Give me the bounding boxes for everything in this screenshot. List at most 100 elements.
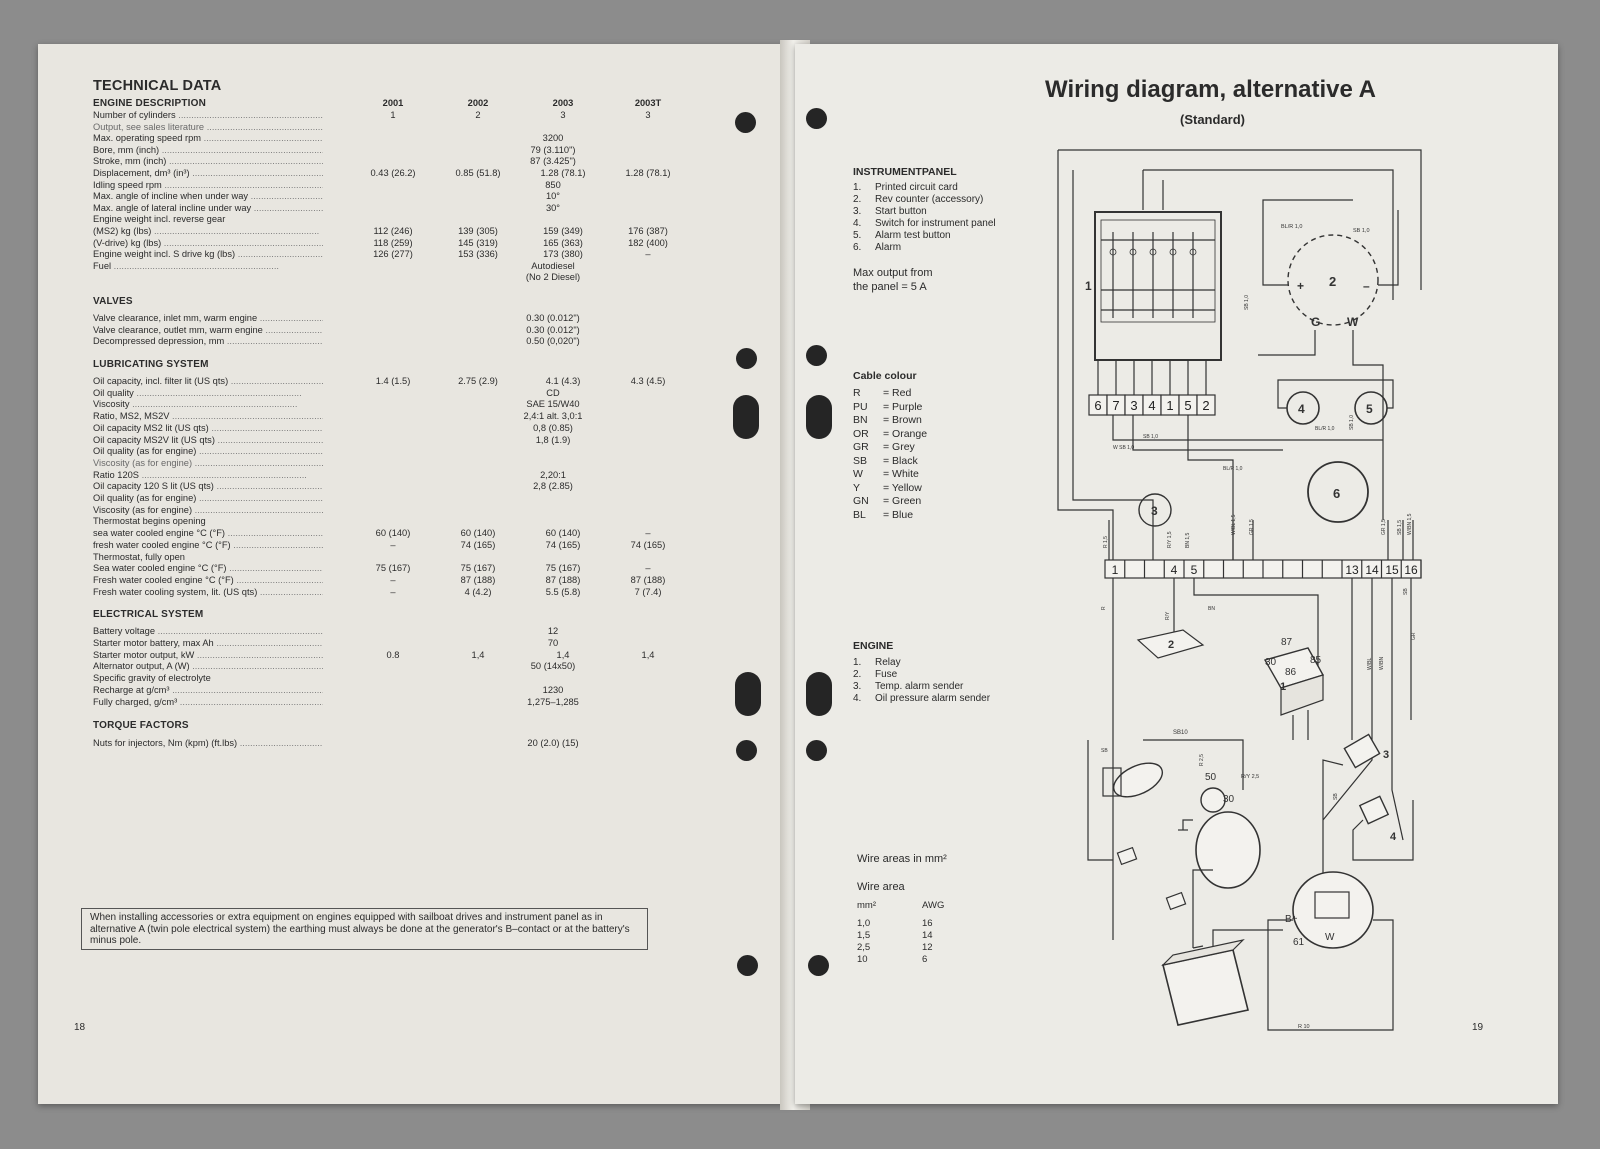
- wire-label: R 2,5: [1199, 754, 1205, 766]
- spec-value-2002: 2.75 (2.9): [458, 376, 498, 386]
- terminal-number: 15: [1385, 563, 1399, 577]
- spec-value-2002: 74 (165): [460, 539, 496, 550]
- spec-value-2003: 5.5 (5.8): [545, 586, 581, 597]
- spec-label: Viscosity (as for engine): [93, 505, 323, 516]
- spec-value-all: 79 (3.110"): [530, 144, 576, 155]
- colour-name: = White: [883, 468, 919, 480]
- spec-value-2002: 1,4: [471, 649, 485, 660]
- spec-value-2003: 74 (165): [545, 539, 581, 550]
- item-text: Alarm: [875, 242, 902, 253]
- spec-row: Viscosity (as for engine): [93, 458, 743, 469]
- spec-value-2003: 173 (380): [543, 249, 583, 260]
- spec-row: sea water cooled engine °C (°F)60 (140)6…: [93, 528, 743, 539]
- wire-mm: 1,0: [857, 918, 871, 929]
- spec-label: Oil quality (as for engine): [93, 446, 323, 457]
- engine-item: 2.Fuse: [853, 669, 990, 681]
- colour-name: = Blue: [883, 508, 914, 521]
- wire-label: 86: [1285, 667, 1297, 678]
- colour-name: = Grey: [883, 441, 915, 453]
- spec-value-all: 1230: [542, 685, 564, 695]
- spec-row: Max. angle of incline when under way10°: [93, 191, 743, 202]
- spec-row: Fresh water cooled engine °C (°F)–87 (18…: [93, 575, 743, 586]
- spec-label: Thermostat begins opening: [93, 516, 206, 527]
- wire-mm: 2,5: [857, 942, 871, 953]
- spec-label: Output, see sales literature: [93, 122, 323, 133]
- spec-value-2003T: –: [645, 528, 651, 539]
- binder-hole: [733, 395, 759, 439]
- model-column-2003T: 2003T: [634, 98, 662, 108]
- start-button: [1138, 493, 1172, 527]
- wire: [1072, 170, 1154, 560]
- starter-motor: [1195, 811, 1261, 889]
- binder-hole: [736, 740, 757, 761]
- wire: [1322, 578, 1373, 821]
- cable-colour-item: BL= Blue: [853, 509, 927, 523]
- spec-value-2003: 75 (167): [545, 563, 581, 574]
- spec-row: Valve clearance, outlet mm, warm engine0…: [93, 325, 743, 336]
- spec-label: Ratio, MS2, MS2V: [93, 411, 323, 422]
- spec-row: Bore, mm (inch)79 (3.110"): [93, 145, 743, 156]
- section-heading-engine: ENGINE DESCRIPTION: [93, 98, 207, 109]
- wire-label: SB 1,0: [1349, 415, 1355, 430]
- spec-value-2001: 0.8: [386, 649, 400, 660]
- terminal-number: 4: [1171, 563, 1178, 577]
- item-number: 3.: [853, 206, 862, 217]
- cable-colour-item: BN= Brown: [853, 414, 927, 428]
- diagram-subtitle: (Standard): [1180, 112, 1245, 127]
- item-number: 2.: [853, 194, 862, 205]
- spec-value-all: CD: [546, 387, 560, 398]
- starter-terminal: [1200, 787, 1226, 813]
- spec-row: Recharge at g/cm³1230: [93, 685, 743, 696]
- wire: [1057, 150, 1114, 560]
- spec-value-2002: 153 (336): [458, 249, 498, 260]
- spec-row: fresh water cooled engine °C (°F)–74 (16…: [93, 540, 743, 551]
- wire: [1192, 945, 1204, 949]
- spec-label: Stroke, mm (inch): [93, 156, 323, 167]
- wire-label: GR 1,5: [1249, 519, 1255, 535]
- label-minus: –: [1363, 279, 1370, 293]
- wire-label: SB 1,0: [1353, 228, 1370, 234]
- spec-value-2001: 118 (259): [373, 237, 413, 248]
- spec-label: Oil quality (as for engine): [93, 493, 323, 504]
- binder-hole: [806, 108, 827, 129]
- binder-hole: [806, 740, 827, 761]
- wire: [1378, 210, 1399, 286]
- spec-value-2003: 1,4: [556, 649, 570, 660]
- terminal-number: 1: [1166, 398, 1173, 413]
- spec-row: Thermostat, fully open: [93, 552, 743, 563]
- wire-awg: 12: [922, 942, 933, 953]
- spec-value-all: 0.30 (0.012"): [526, 313, 580, 323]
- wire-label: BN: [1208, 606, 1215, 612]
- max-output-line1: Max output from: [853, 267, 933, 279]
- wire-label: SB 1,0: [1143, 434, 1158, 440]
- spec-label: Decompressed depression, mm: [93, 336, 323, 347]
- wire-label: BL/R 1,0: [1315, 426, 1335, 432]
- spec-value-2001: 60 (140): [375, 528, 411, 539]
- wire-area-row: 10 6: [857, 954, 987, 966]
- spec-label: Sea water cooled engine °C (°F): [93, 563, 323, 574]
- label-plus: +: [1297, 279, 1304, 293]
- colour-code: GR: [853, 441, 869, 453]
- spec-row: Engine weight incl. S drive kg (lbs)126 …: [93, 249, 743, 260]
- spec-value-all: 10°: [545, 191, 561, 202]
- page-number-left: 18: [74, 1022, 86, 1033]
- wire-mm: 10: [857, 954, 868, 965]
- binder-hole: [808, 955, 829, 976]
- spec-row: (MS2) kg (lbs)112 (246)139 (305)159 (349…: [93, 226, 743, 237]
- wire-area-row: 2,5 12: [857, 942, 987, 954]
- wire: [1143, 739, 1244, 790]
- spec-row: Number of cylinders1233: [93, 110, 743, 121]
- spec-value-2003: 4.1 (4.3): [545, 376, 581, 386]
- item-text: Relay: [875, 657, 901, 668]
- model-column-2003: 2003: [552, 98, 574, 108]
- page-number-right: 19: [1472, 1022, 1484, 1033]
- spec-value-2003T: 1,4: [641, 649, 655, 660]
- label-generator-w: W: [1325, 932, 1335, 943]
- engine-item: 1.Relay: [853, 657, 990, 669]
- spec-value-2003T: 182 (400): [628, 237, 668, 248]
- item-text: Alarm test button: [875, 230, 951, 241]
- wire-label: SB: [1403, 588, 1409, 595]
- wire-awg: 6: [922, 954, 928, 965]
- item-number: 2.: [853, 669, 862, 680]
